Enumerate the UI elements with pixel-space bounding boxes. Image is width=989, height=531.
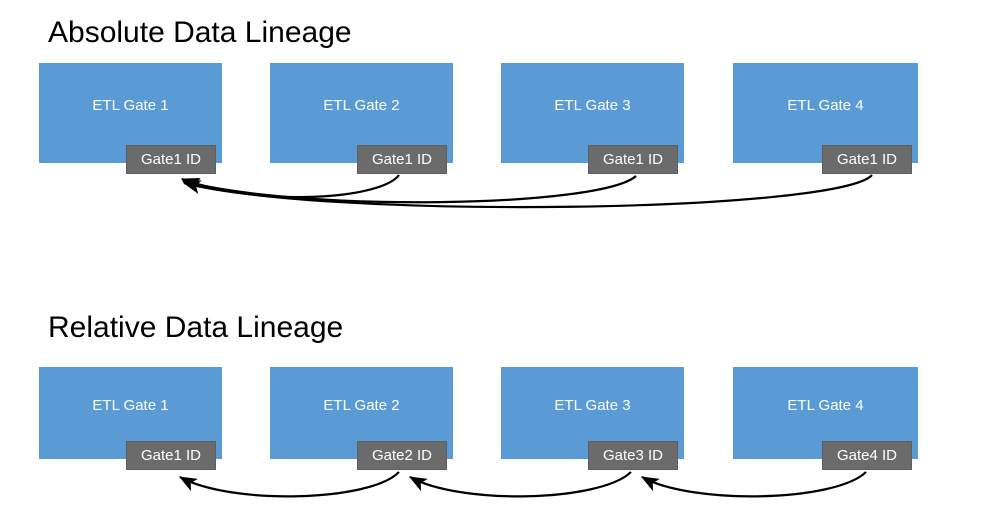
section-title-relative: Relative Data Lineage [48, 311, 344, 344]
gate-box-label: ETL Gate 3 [554, 96, 631, 114]
id-badge-label: Gate3 ID [602, 447, 664, 464]
arrow-relative-2-to-1 [179, 471, 400, 498]
id-badge-label: Gate1 ID [602, 151, 664, 168]
id-badge-label: Gate1 ID [140, 447, 202, 464]
id-badge-label: Gate1 ID [140, 151, 202, 168]
id-badge-label: Gate1 ID [371, 151, 433, 168]
gate-box-label: ETL Gate 4 [787, 396, 864, 414]
arrow-absolute-4-to-1 [182, 174, 873, 209]
arrow-absolute-2-to-1 [180, 174, 400, 199]
arrow-absolute-3-to-1 [181, 175, 637, 204]
arrow-relative-3-to-2 [409, 471, 632, 498]
id-badge-relative-1[interactable]: Gate1 ID [126, 441, 216, 470]
arrow-relative-4-to-3 [641, 471, 867, 498]
gate-box-label: ETL Gate 1 [92, 396, 169, 414]
id-badge-absolute-1[interactable]: Gate1 ID [126, 145, 216, 174]
id-badge-label: Gate4 ID [836, 447, 898, 464]
gate-box-label: ETL Gate 2 [323, 396, 400, 414]
id-badge-absolute-3[interactable]: Gate1 ID [588, 145, 678, 174]
id-badge-relative-4[interactable]: Gate4 ID [822, 441, 912, 470]
id-badge-label: Gate1 ID [836, 151, 898, 168]
section-title-absolute: Absolute Data Lineage [48, 16, 352, 49]
id-badge-absolute-2[interactable]: Gate1 ID [357, 145, 447, 174]
gate-box-label: ETL Gate 2 [323, 96, 400, 114]
gate-box-label: ETL Gate 4 [787, 96, 864, 114]
gate-box-label: ETL Gate 3 [554, 396, 631, 414]
gate-box-label: ETL Gate 1 [92, 96, 169, 114]
id-badge-relative-2[interactable]: Gate2 ID [357, 441, 447, 470]
id-badge-relative-3[interactable]: Gate3 ID [588, 441, 678, 470]
id-badge-label: Gate2 ID [371, 447, 433, 464]
id-badge-absolute-4[interactable]: Gate1 ID [822, 145, 912, 174]
